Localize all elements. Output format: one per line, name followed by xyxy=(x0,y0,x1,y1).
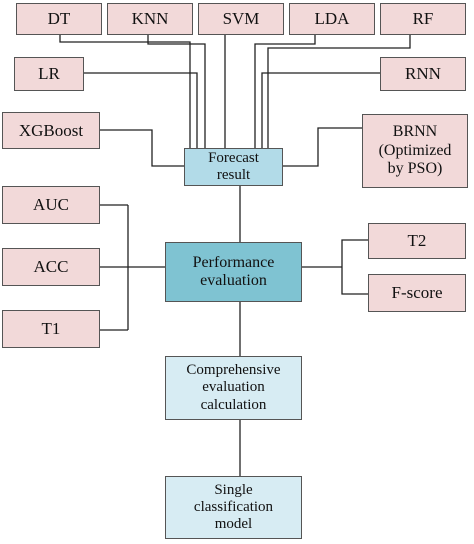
connector-lr xyxy=(84,72,198,148)
connector-lda xyxy=(254,35,316,148)
model-rnn: RNN xyxy=(380,57,466,91)
connector-brnn xyxy=(283,127,362,167)
model-lda: LDA xyxy=(289,3,375,35)
metric-auc: AUC xyxy=(2,186,100,224)
metric-f-score: F-score xyxy=(368,274,466,312)
model-brnn: BRNN (Optimized by PSO) xyxy=(362,114,468,188)
single-classification-model: Single classification model xyxy=(165,476,302,539)
model-knn: KNN xyxy=(107,3,193,35)
metric-t2: T2 xyxy=(368,223,466,259)
model-lr: LR xyxy=(14,57,84,91)
model-svm: SVM xyxy=(198,3,284,35)
connector-xgboost xyxy=(100,129,184,167)
performance-evaluation: Performance evaluation xyxy=(165,242,302,302)
connector-rnn xyxy=(261,72,380,148)
model-xgboost: XGBoost xyxy=(2,112,100,149)
comprehensive-evaluation: Comprehensive evaluation calculation xyxy=(165,356,302,420)
model-dt: DT xyxy=(16,3,102,35)
connector-t2 xyxy=(341,239,368,295)
forecast-result: Forecast result xyxy=(184,148,283,186)
connector-rf xyxy=(267,35,411,148)
connector-dt xyxy=(59,35,191,148)
connector-knn xyxy=(147,35,206,148)
metric-t1: T1 xyxy=(2,310,100,348)
model-rf: RF xyxy=(380,3,466,35)
metric-acc: ACC xyxy=(2,248,100,286)
